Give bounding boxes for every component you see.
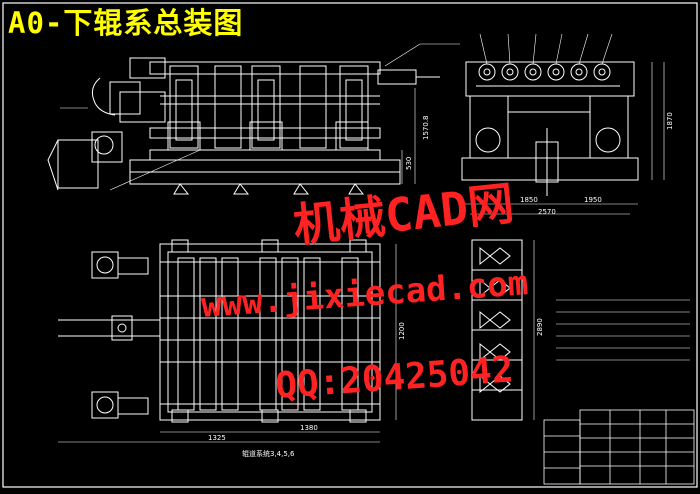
title-block — [543, 409, 695, 485]
detail-2890-dimension: 2890 — [536, 318, 544, 336]
plan-view — [58, 239, 397, 443]
plan-view-note: 辊道系统3,4,5,6 — [242, 449, 295, 458]
side-view — [461, 33, 665, 215]
side-1950-dimension: 1950 — [584, 196, 602, 204]
drawing-title: A0-下辊系总装图 — [8, 6, 244, 40]
roll-stack-detail — [471, 239, 535, 421]
sheet-border — [2, 2, 698, 488]
side-2570-dimension: 2570 — [538, 208, 556, 216]
plan-1325-dimension: 1325 — [208, 434, 226, 442]
side-1850-dimension: 1850 — [520, 196, 538, 204]
front-height-dimension: 1570.8 — [422, 116, 430, 141]
front-530-dimension: 530 — [405, 157, 413, 170]
plan-1380-dimension: 1380 — [300, 424, 318, 432]
technical-notes — [556, 299, 690, 361]
side-height-dimension: 1870 — [666, 112, 674, 130]
front-view — [47, 43, 460, 195]
plan-1200-dimension: 1200 — [398, 322, 406, 340]
